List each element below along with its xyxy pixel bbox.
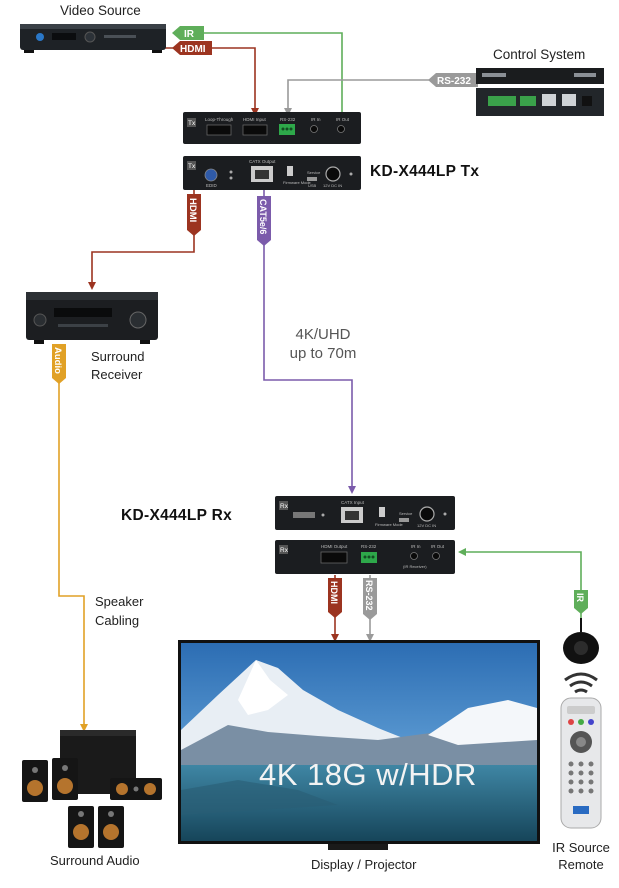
rs232-tag-rx: RS-232: [363, 578, 377, 620]
svg-text:IR Out: IR Out: [336, 117, 350, 122]
svg-text:RS-232: RS-232: [280, 117, 296, 122]
screen-text: 4K 18G w/HDR: [259, 757, 477, 792]
control-system-label: Control System: [493, 47, 586, 62]
svg-text:CATX Input: CATX Input: [341, 500, 365, 505]
svg-text:USB: USB: [308, 183, 317, 188]
rx-model-label: KD-X444LP Rx: [121, 507, 232, 524]
ir-line-source: [174, 29, 343, 113]
hdmi-tag-tx: HDMI: [187, 194, 201, 236]
svg-text:Firmware Mode: Firmware Mode: [283, 180, 312, 185]
rs232-line-control: [284, 79, 478, 116]
svg-text:RS-232: RS-232: [364, 580, 374, 611]
svg-text:Rx: Rx: [280, 503, 289, 510]
cat-line: [263, 190, 356, 494]
svg-text:IR In: IR In: [411, 544, 421, 549]
receiver-label-line1: Surround: [91, 349, 145, 364]
ir-remote-assembly: [560, 618, 602, 829]
svg-text:12V DC IN: 12V DC IN: [417, 523, 436, 528]
svg-text:EDID: EDID: [206, 183, 218, 188]
cat-tag-tx: CAT5e/6: [257, 196, 271, 246]
surround-audio-label: Surround Audio: [50, 853, 140, 868]
svg-text:HDMI Output: HDMI Output: [321, 544, 348, 549]
ir-tag-top: IR: [172, 26, 204, 40]
svg-text:HDMI: HDMI: [180, 44, 206, 55]
svg-text:Loop-Through: Loop-Through: [205, 117, 234, 122]
svg-text:Tx: Tx: [188, 120, 196, 127]
speaker-label-line1: Speaker: [95, 594, 144, 609]
display-screen: 4K 18G w/HDR: [178, 640, 540, 850]
receiver-label-line2: Receiver: [91, 367, 143, 382]
svg-text:12V DC IN: 12V DC IN: [323, 183, 342, 188]
audio-line: [58, 344, 88, 732]
svg-text:CATX Output: CATX Output: [249, 159, 276, 164]
control-system-device: [476, 68, 604, 116]
distance-line2: up to 70m: [289, 345, 357, 362]
svg-text:(IR Receiver): (IR Receiver): [403, 564, 427, 569]
svg-text:IR: IR: [184, 29, 195, 40]
hdmi-line-source: [160, 47, 259, 116]
rx-unit: Rx CATX Input Firmware Mode Service 12V …: [275, 496, 455, 574]
svg-text:HDMI Input: HDMI Input: [243, 117, 267, 122]
svg-text:Firmware Mode: Firmware Mode: [375, 522, 404, 527]
audio-tag: Audio: [52, 344, 66, 384]
distance-line1: 4K/UHD: [295, 326, 351, 343]
svg-text:IR: IR: [575, 593, 585, 603]
video-source-label: Video Source: [60, 3, 141, 18]
hdmi-tag-rx: HDMI: [328, 578, 342, 618]
video-source-device: [20, 24, 166, 53]
remote-label-line2: Remote: [558, 857, 604, 872]
av-receiver-device: [26, 292, 158, 344]
ir-tag-remote: IR: [574, 590, 588, 614]
remote-label-line1: IR Source: [552, 840, 610, 855]
speaker-label-line2: Cabling: [95, 613, 140, 628]
svg-text:CAT5e/6: CAT5e/6: [258, 199, 268, 234]
svg-text:IR Out: IR Out: [431, 544, 445, 549]
svg-text:Service: Service: [307, 170, 321, 175]
svg-text:HDMI: HDMI: [329, 581, 339, 604]
hdmi-line-receiver: [88, 190, 195, 290]
svg-text:IR In: IR In: [311, 117, 321, 122]
surround-speakers: [22, 730, 162, 848]
svg-text:RS-232: RS-232: [361, 544, 377, 549]
svg-text:Audio: Audio: [52, 347, 63, 374]
display-label: Display / Projector: [311, 857, 417, 872]
svg-text:HDMI: HDMI: [187, 198, 198, 222]
svg-text:Rx: Rx: [280, 547, 289, 554]
svg-text:Tx: Tx: [188, 163, 196, 170]
rs232-tag-top: RS-232: [428, 73, 478, 87]
hdmi-tag-top: HDMI: [172, 41, 212, 55]
svg-text:RS-232: RS-232: [437, 76, 471, 87]
svg-text:Service: Service: [399, 511, 413, 516]
tx-model-label: KD-X444LP Tx: [370, 163, 480, 180]
tx-unit: Tx Loop-Through HDMI Input RS-232 IR In …: [183, 112, 361, 190]
